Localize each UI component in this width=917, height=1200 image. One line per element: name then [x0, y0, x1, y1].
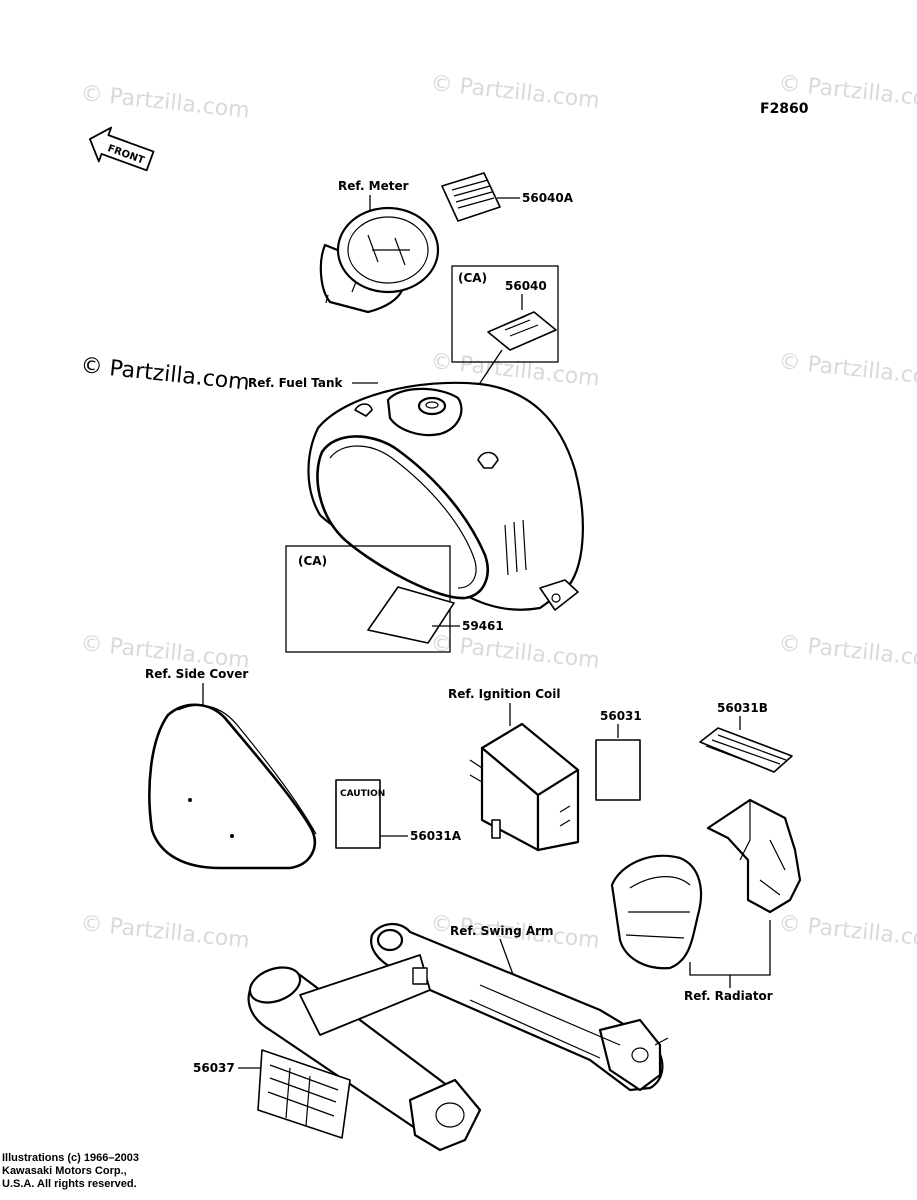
copyright-line: U.S.A. All rights reserved. [2, 1178, 137, 1190]
ca-box-59461 [285, 545, 451, 653]
ref-radiator-label: Ref. Radiator [684, 989, 773, 1003]
part-number-56031: 56031 [600, 709, 642, 723]
copyright-line: Kawasaki Motors Corp., [2, 1165, 127, 1177]
part-number-56040A: 56040A [522, 191, 574, 205]
ref-fuel-tank-label: Ref. Fuel Tank [248, 376, 344, 390]
label-56031B-part [699, 727, 793, 773]
ca-label: (CA) [458, 271, 487, 285]
part-number-56031A: 56031A [410, 829, 462, 843]
leader-line [689, 920, 771, 976]
part-number-56037: 56037 [193, 1061, 235, 1075]
ca-label: (CA) [298, 554, 327, 568]
figure-code: F2860 [760, 101, 809, 117]
part-number-56040: 56040 [505, 279, 547, 293]
ignition-coil-part [469, 722, 580, 852]
ref-meter-label: Ref. Meter [338, 179, 409, 193]
watermark: © Partzilla.com [79, 911, 250, 954]
label-59461-part [367, 586, 455, 644]
label-56037-part [257, 1049, 351, 1139]
caution-text: CAUTION [340, 789, 385, 799]
copyright-line: Illustrations (c) 1966–2003 [2, 1152, 139, 1164]
radiator-part [610, 798, 802, 970]
watermark: © Partzilla.com [777, 631, 917, 674]
watermark: © Partzilla.com [777, 349, 917, 392]
watermark: © Partzilla.com [777, 911, 917, 954]
watermark: © Partzilla.com [429, 71, 600, 114]
watermark: © Partzilla.com [79, 81, 250, 124]
swing-arm-part [247, 923, 669, 1152]
side-cover-part [148, 703, 317, 870]
ref-side-cover-label: Ref. Side Cover [145, 667, 248, 681]
caution-label-part: CAUTION [335, 779, 385, 849]
copyright-notice: Illustrations (c) 1966–2003 Kawasaki Mot… [2, 1152, 139, 1191]
ref-ignition-coil-label: Ref. Ignition Coil [448, 687, 560, 701]
part-number-56031B: 56031B [717, 701, 768, 715]
watermark: © Partzilla.com [79, 353, 250, 396]
ca-box-56040 [451, 265, 559, 363]
meter-part [319, 206, 440, 314]
part-number-59461: 59461 [462, 619, 504, 633]
label-56031-part [595, 739, 641, 801]
label-56040-part [487, 311, 557, 351]
watermark: © Partzilla.com [429, 631, 600, 674]
fuel-tank-part [307, 381, 584, 611]
ref-swing-arm-label: Ref. Swing Arm [450, 924, 554, 938]
front-arrow-icon: FRONT [89, 126, 155, 172]
label-56040A-part [441, 172, 501, 222]
